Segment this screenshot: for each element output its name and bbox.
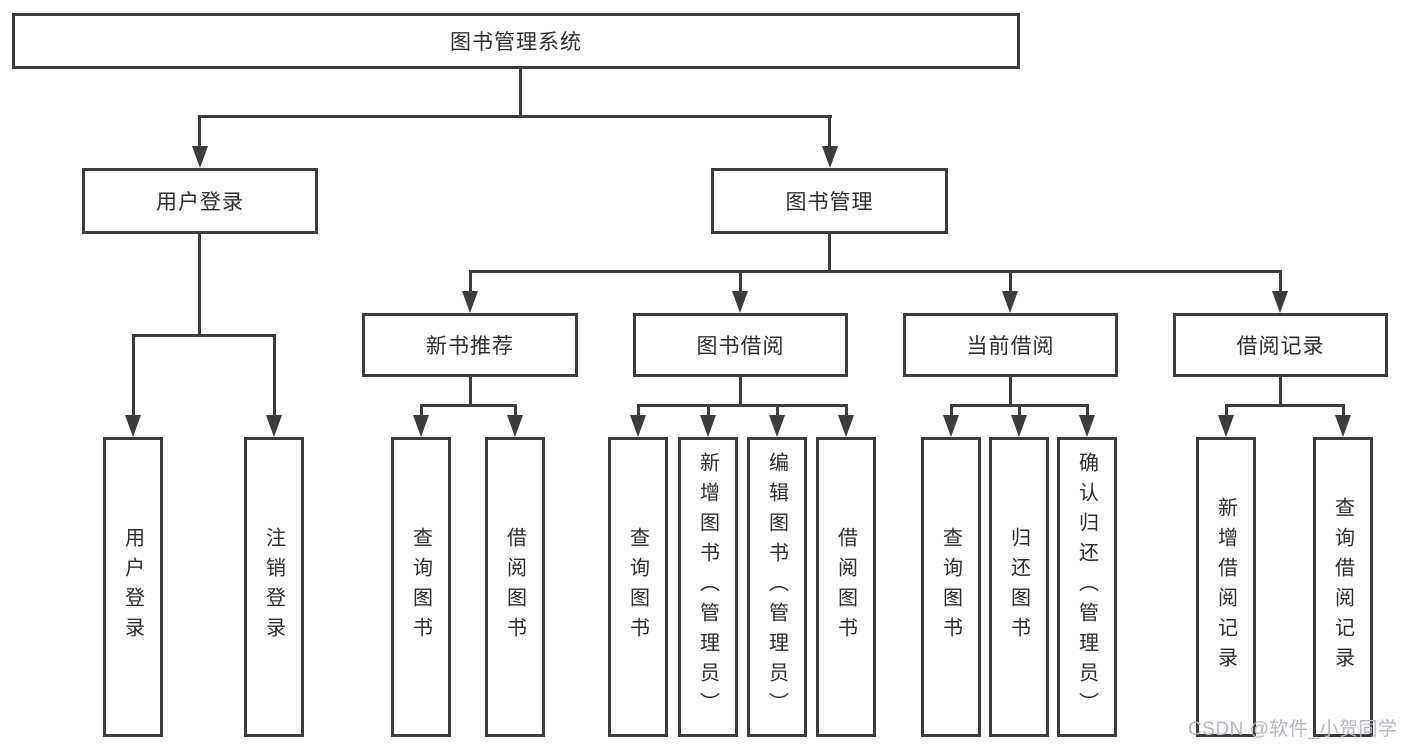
node-borrow-records: 借阅记录: [1173, 313, 1388, 377]
connector-bookmgmt-drop: [828, 115, 831, 148]
node-book-management: 图书管理: [711, 168, 948, 234]
connector-group-rail: [420, 404, 516, 407]
leaf-borrow-edit-admin: 编辑图书（管理员）: [747, 437, 807, 737]
connector-leaf-drop: [514, 404, 517, 418]
connector-group-stem: [1009, 377, 1012, 406]
leaf-newbooks-borrow: 借阅图书: [485, 437, 545, 737]
node-root-label: 图书管理系统: [450, 31, 582, 54]
arrow-down-icon: [462, 291, 478, 313]
leaf-label: 新增借阅记录: [1214, 497, 1237, 677]
arrow-down-icon: [943, 415, 959, 437]
connector-leaf-drop: [273, 334, 276, 418]
leaf-label: 编辑图书（管理员）: [765, 452, 788, 722]
leaf-label: 查询图书: [409, 527, 432, 647]
leaf-current-return: 归还图书: [989, 437, 1049, 737]
leaf-borrow-borrow: 借阅图书: [816, 437, 876, 737]
arrow-down-icon: [630, 415, 646, 437]
arrow-down-icon: [700, 415, 716, 437]
leaf-label: 归还图书: [1007, 527, 1030, 647]
connector-leaf-drop: [845, 404, 848, 418]
connector-leaf-drop: [1342, 404, 1345, 418]
connector-root-stem: [519, 68, 522, 118]
connector-leaf-drop: [1018, 404, 1021, 418]
leaf-label: 借阅图书: [503, 527, 526, 647]
arrow-down-icon: [266, 415, 282, 437]
leaf-current-confirm-admin: 确认归还（管理员）: [1057, 437, 1117, 737]
leaf-current-query: 查询图书: [921, 437, 981, 737]
arrow-down-icon: [192, 146, 208, 168]
connector-level3-rail: [469, 270, 1282, 273]
arrow-down-icon: [769, 415, 785, 437]
arrow-down-icon: [1272, 291, 1288, 313]
connector-group-stem: [1279, 377, 1282, 406]
connector-level2-rail: [198, 115, 832, 118]
arrow-down-icon: [413, 415, 429, 437]
arrow-down-icon: [838, 415, 854, 437]
leaf-label: 用户登录: [121, 527, 144, 647]
connector-bookborrow-drop: [739, 270, 742, 293]
node-current-borrow-label: 当前借阅: [966, 335, 1055, 358]
node-book-borrow: 图书借阅: [633, 313, 848, 377]
leaf-label: 查询图书: [626, 527, 649, 647]
connector-userlogin-stem: [198, 234, 201, 337]
leaf-label: 查询借阅记录: [1331, 497, 1354, 677]
node-user-login: 用户登录: [82, 168, 318, 234]
leaf-borrow-add-admin: 新增图书（管理员）: [678, 437, 738, 737]
connector-bookmgmt-stem: [828, 234, 831, 273]
connector-leaf-drop: [950, 404, 953, 418]
connector-currentborrow-drop: [1009, 270, 1012, 293]
connector-group-stem: [739, 377, 742, 406]
connector-leaf-drop: [637, 404, 640, 418]
arrow-down-icon: [822, 146, 838, 168]
leaf-label: 借阅图书: [834, 527, 857, 647]
leaf-records-add: 新增借阅记录: [1196, 437, 1256, 737]
arrow-down-icon: [732, 291, 748, 313]
leaf-borrow-query: 查询图书: [608, 437, 668, 737]
node-new-book-recommend: 新书推荐: [362, 313, 578, 377]
leaf-label: 注销登录: [262, 527, 285, 647]
connector-userlogin-drop: [198, 115, 201, 148]
node-book-borrow-label: 图书借阅: [696, 335, 785, 358]
leaf-newbooks-query: 查询图书: [391, 437, 451, 737]
connector-leaf-drop: [776, 404, 779, 418]
leaf-label: 新增图书（管理员）: [696, 452, 719, 722]
csdn-watermark: CSDN @软件_小贺同学: [1188, 719, 1398, 740]
leaf-logout: 注销登录: [244, 437, 304, 737]
node-book-management-label: 图书管理: [785, 191, 874, 214]
arrow-down-icon: [125, 415, 141, 437]
node-borrow-records-label: 借阅记录: [1236, 335, 1325, 358]
arrow-down-icon: [1011, 415, 1027, 437]
arrow-down-icon: [1079, 415, 1095, 437]
leaf-records-query: 查询借阅记录: [1313, 437, 1373, 737]
leaf-user-login: 用户登录: [103, 437, 163, 737]
connector-borrowrecords-drop: [1279, 270, 1282, 293]
connector-leaf-drop: [1225, 404, 1228, 418]
connector-newbooks-drop: [469, 270, 472, 293]
connector-userlogin-rail: [132, 334, 276, 337]
arrow-down-icon: [1002, 291, 1018, 313]
node-new-book-recommend-label: 新书推荐: [426, 335, 514, 358]
connector-leaf-drop: [1086, 404, 1089, 418]
arrow-down-icon: [1335, 415, 1351, 437]
leaf-label: 确认归还（管理员）: [1075, 452, 1098, 722]
leaf-label: 查询图书: [939, 527, 962, 647]
arrow-down-icon: [1218, 415, 1234, 437]
connector-group-stem: [469, 377, 472, 406]
node-current-borrow: 当前借阅: [903, 313, 1118, 377]
connector-group-rail: [637, 404, 847, 407]
connector-group-rail: [1225, 404, 1344, 407]
arrow-down-icon: [507, 415, 523, 437]
connector-leaf-drop: [132, 334, 135, 418]
connector-leaf-drop: [707, 404, 710, 418]
node-user-login-label: 用户登录: [156, 191, 244, 214]
node-root: 图书管理系统: [12, 13, 1020, 69]
connector-leaf-drop: [420, 404, 423, 418]
